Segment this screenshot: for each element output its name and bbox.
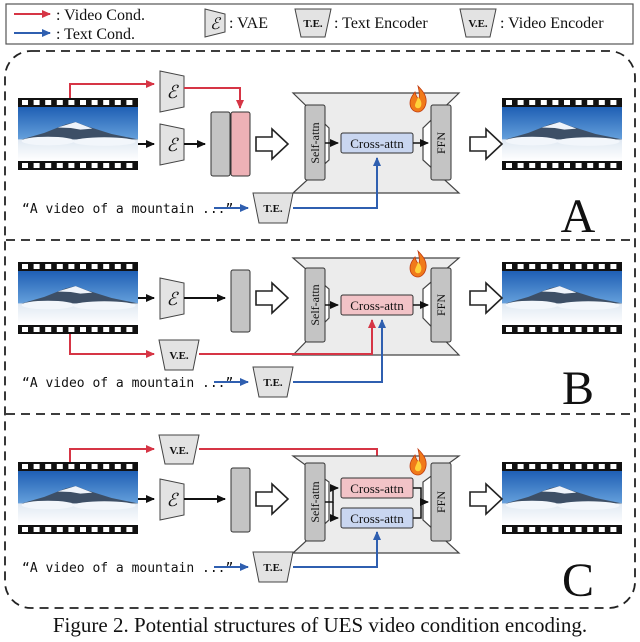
encoder-c: ℰ xyxy=(159,478,185,521)
legend-video-label: : Video Cond. xyxy=(56,7,145,24)
block-arrow-out-c xyxy=(469,482,504,516)
text-encoder-a: T.E. xyxy=(252,192,294,224)
cross-attn-label-a: Cross-attn xyxy=(350,136,404,151)
output-video-c xyxy=(502,462,622,534)
self-attn-label-a: Self-attn xyxy=(308,122,322,163)
text-cond-arrow-b xyxy=(293,319,386,383)
svg-text:Self-attn: Self-attn xyxy=(308,284,322,325)
legend-text-label: : Text Cond. xyxy=(56,26,135,43)
ve-cond-arrow-b xyxy=(199,319,376,355)
input-video-c xyxy=(18,462,138,534)
svg-text:T.E.: T.E. xyxy=(263,203,283,215)
svg-text:T.E.: T.E. xyxy=(263,562,283,574)
block-arrow-out-a xyxy=(469,127,504,161)
block-arrow-in-c xyxy=(255,482,290,516)
outer-dashed-frame xyxy=(4,50,636,609)
output-video-b xyxy=(502,262,622,334)
legend-ve-label: : Video Encoder xyxy=(500,15,604,32)
legend-te-label: : Text Encoder xyxy=(334,15,428,32)
legend-ve-symbol: V.E. xyxy=(468,18,488,30)
svg-text:Cross-attn: Cross-attn xyxy=(350,298,404,313)
svg-text:Cross-attn: Cross-attn xyxy=(350,511,404,526)
prompt-b: “A video of a mountain ...” xyxy=(22,376,233,391)
svg-text:V.E.: V.E. xyxy=(169,350,189,362)
svg-text:Cross-attn: Cross-attn xyxy=(350,481,404,496)
text-encoder-b: T.E. xyxy=(252,366,294,398)
panel-letter-c: C xyxy=(562,554,594,607)
text-encoder-c: T.E. xyxy=(252,551,294,583)
panel-b: ℰ Self-attn Cross-attn FFN V.E. “A video… xyxy=(18,249,622,415)
ffn-label-a: FFN xyxy=(434,132,448,154)
encoder-b: ℰ xyxy=(159,277,185,320)
text-cond-arrow-a xyxy=(293,157,381,209)
condition-latent-a xyxy=(230,111,251,177)
panel-a: ℰ ℰ Self-attn Cross-attn FFN “A video of… xyxy=(18,70,622,243)
video-cond-arrow-a xyxy=(69,80,155,98)
svg-text:FFN: FFN xyxy=(434,294,448,316)
legend-vae-symbol: ℰ xyxy=(210,16,222,33)
legend-ve-icon xyxy=(459,8,497,38)
output-video-a xyxy=(502,98,622,170)
block-arrow-in-a xyxy=(255,127,290,161)
legend-te-icon xyxy=(294,8,332,38)
ffn-c xyxy=(430,462,452,542)
input-video-b xyxy=(18,262,138,334)
legend-vae-label: : VAE xyxy=(229,15,268,32)
legend-te-symbol: T.E. xyxy=(303,18,323,30)
svg-text:FFN: FFN xyxy=(434,491,448,513)
video-cond-arrow-c xyxy=(69,445,155,462)
block-arrow-out-b xyxy=(469,281,504,315)
noise-latent-b xyxy=(230,269,251,333)
svg-text:T.E.: T.E. xyxy=(263,377,283,389)
noise-latent-a xyxy=(210,111,231,177)
noise-latent-c xyxy=(230,467,251,533)
video-encoder-c: V.E. xyxy=(158,434,200,465)
svg-text:ℰ: ℰ xyxy=(167,135,180,155)
panel-letter-a: A xyxy=(561,190,596,243)
text-cond-arrow-c xyxy=(293,531,381,568)
svg-text:ℰ: ℰ xyxy=(167,289,180,309)
ffn-b xyxy=(430,267,452,343)
svg-text:Self-attn: Self-attn xyxy=(308,481,322,522)
ffn-a xyxy=(430,104,452,181)
fire-icon-a xyxy=(409,84,427,113)
svg-text:ℰ: ℰ xyxy=(167,82,180,102)
fire-icon-b xyxy=(409,249,427,278)
fire-icon-c xyxy=(409,447,427,476)
input-video-a xyxy=(18,98,138,170)
figure-caption: Figure 2. Potential structures of UES vi… xyxy=(52,613,588,637)
video-latent-arrow-a xyxy=(184,87,244,109)
video-cond-arrow-b xyxy=(69,334,155,358)
svg-text:ℰ: ℰ xyxy=(167,490,180,510)
encoder-a-top: ℰ xyxy=(159,70,185,113)
panel-c: V.E. ℰ Self-attn Cross-attn Cross-attn F… xyxy=(18,434,622,607)
block-arrow-in-b xyxy=(255,281,290,315)
svg-text:V.E.: V.E. xyxy=(169,445,189,457)
legend: : Video Cond. : Text Cond. ℰ : VAE T.E. … xyxy=(5,3,634,45)
prompt-a: “A video of a mountain ...” xyxy=(22,202,233,217)
encoder-a: ℰ xyxy=(159,123,185,166)
legend-vae-icon xyxy=(204,8,226,38)
video-encoder-b: V.E. xyxy=(158,339,200,371)
prompt-c: “A video of a mountain ...” xyxy=(22,561,233,576)
panel-letter-b: B xyxy=(562,362,594,415)
